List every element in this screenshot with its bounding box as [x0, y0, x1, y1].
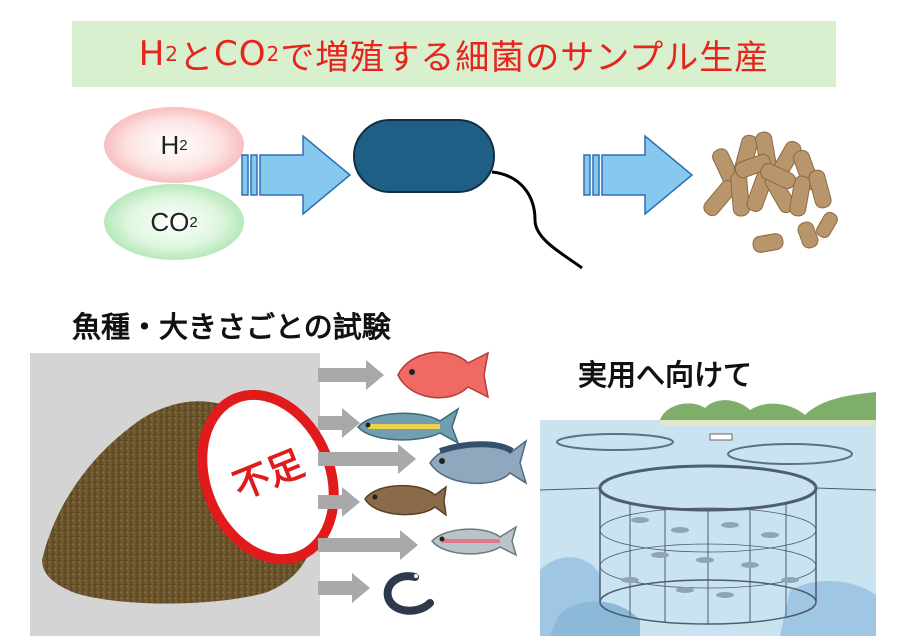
pellets-icon — [703, 131, 838, 253]
h2-base: H — [160, 129, 180, 160]
trout-icon — [431, 525, 518, 557]
boat-icon — [709, 433, 733, 441]
block-arrow-icon — [241, 134, 352, 216]
title-h: H — [138, 34, 166, 74]
arrow-icon — [318, 408, 360, 438]
eel-icon — [383, 572, 434, 615]
coastline — [660, 392, 876, 424]
practical-heading: 実用へ向けて — [578, 358, 753, 392]
block-arrow-icon — [583, 134, 694, 216]
yellowtail-icon — [357, 407, 460, 445]
co2-ellipse — [104, 184, 244, 260]
bacterium-icon — [353, 119, 583, 270]
title-rest: で増殖する細菌のサンプル生産 — [280, 37, 770, 78]
arrow-icon — [318, 444, 416, 474]
co2-subscript: 2 — [189, 213, 198, 231]
net-pen — [540, 464, 876, 625]
red-sea-bream-icon — [397, 351, 490, 399]
fish-test-graphic — [30, 351, 528, 636]
title-co-subscript: 2 — [266, 42, 281, 66]
title-co: CO — [214, 34, 267, 74]
h2-subscript: 2 — [179, 136, 188, 154]
title-h-subscript: 2 — [165, 42, 180, 66]
farmed-fish — [621, 517, 799, 598]
production-flow-graphic — [104, 107, 838, 270]
co2-base: CO — [150, 206, 190, 237]
tuna-icon — [429, 439, 528, 485]
arrow-icon — [318, 487, 360, 517]
fish-test-heading: 魚種・大きさごとの試験 — [72, 310, 391, 344]
fish-farm-net-pen-icon — [540, 392, 876, 636]
flounder-icon — [364, 485, 447, 517]
arrow-icon — [318, 360, 384, 390]
title-to: と — [179, 37, 215, 78]
arrow-icon — [318, 530, 418, 560]
arrow-icon — [318, 573, 370, 603]
title-background — [72, 21, 836, 87]
grey-arrows — [318, 360, 418, 603]
h2-ellipse — [104, 107, 244, 183]
